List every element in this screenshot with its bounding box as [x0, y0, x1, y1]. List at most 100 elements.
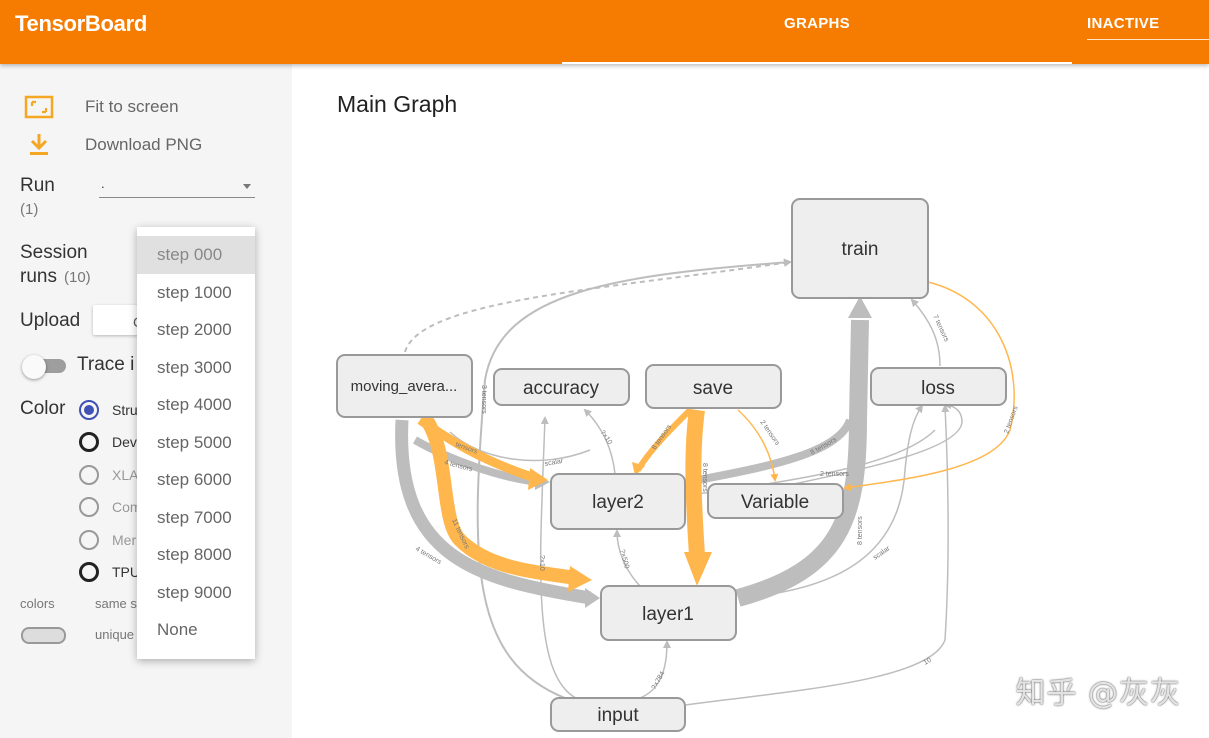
- edge-label-dim-784: ?×784: [651, 670, 667, 691]
- color-label: Color: [20, 398, 66, 419]
- edge-layer2-accuracy: [583, 408, 616, 475]
- edge-variable-loss: [774, 401, 963, 489]
- fit-screen-icon: [20, 92, 58, 122]
- app-title[interactable]: TensorBoard: [15, 11, 147, 36]
- node-input[interactable]: input: [550, 697, 686, 732]
- run-select[interactable]: .: [99, 176, 255, 198]
- dropdown-item-step-7000[interactable]: step 7000: [157, 507, 232, 527]
- edge-save-layer2-orange: [635, 407, 693, 472]
- download-png-label: Download PNG: [85, 135, 203, 154]
- edge-input-loss: [684, 404, 950, 706]
- color-option-tpu: TPU: [112, 564, 140, 580]
- run-count: (1): [20, 201, 39, 218]
- node-moving-averages[interactable]: moving_avera...: [336, 354, 473, 418]
- node-moving-averages-label: moving_avera...: [351, 378, 458, 395]
- watermark: 知乎 @灰灰: [1015, 676, 1181, 711]
- dropdown-item-step-4000[interactable]: step 4000: [157, 395, 232, 414]
- edge-moving-train: [404, 258, 792, 353]
- node-save-label: save: [693, 378, 733, 399]
- edge-moving-layer1-thick: [395, 419, 592, 605]
- node-layer2[interactable]: layer2: [550, 473, 686, 530]
- tab-active-indicator: [562, 62, 1072, 64]
- edge-label-2-tensors-b: 2 tensors: [1003, 405, 1020, 435]
- color-option-compute: Com: [112, 499, 142, 515]
- edge-label-dim-10-a: ?×10: [598, 429, 613, 446]
- upload-label: Upload: [20, 310, 81, 331]
- gray-edges: [404, 258, 963, 706]
- dropdown-item-step-3000[interactable]: step 3000: [157, 357, 232, 377]
- node-train[interactable]: train: [791, 198, 929, 299]
- download-png-button[interactable]: Download PNG: [20, 130, 202, 160]
- color-radio-compute[interactable]: [79, 497, 99, 517]
- run-select-value: .: [101, 176, 105, 191]
- edge-label-3-tensors: 3 tensors: [480, 385, 487, 414]
- edge-moving-layer2-orange: [417, 416, 537, 483]
- node-accuracy-label: accuracy: [523, 378, 600, 399]
- color-radio-tpu[interactable]: [79, 562, 99, 582]
- dropdown-item-step-2000[interactable]: step 2000: [157, 320, 232, 339]
- unique-caption: unique: [95, 627, 135, 642]
- orange-edges: [417, 281, 1015, 592]
- edge-label-7-tensors: 7 tensors: [931, 314, 950, 344]
- tab-graphs-label: GRAPHS: [784, 15, 850, 32]
- colors-swatch: [21, 627, 66, 644]
- tab-graphs[interactable]: GRAPHS: [562, 0, 1072, 64]
- top-bar: TensorBoard GRAPHS INACTIVE: [0, 0, 1209, 64]
- node-accuracy[interactable]: accuracy: [493, 368, 630, 406]
- dropdown-item-step-000[interactable]: step 000: [137, 236, 255, 274]
- node-variable[interactable]: Variable: [707, 483, 844, 519]
- edge-layer1-loss: [739, 404, 924, 599]
- node-layer2-label: layer2: [592, 492, 644, 513]
- edge-label-8-tensors-d: 8 tensors: [857, 516, 864, 545]
- trace-inputs-toggle[interactable]: [22, 355, 66, 379]
- node-variable-label: Variable: [741, 492, 809, 513]
- edge-train-variable-orange: [843, 281, 1015, 492]
- dropdown-item-step-8000[interactable]: step 8000: [157, 545, 232, 564]
- edge-label-8-tensors-a: 8 tensors: [651, 423, 674, 451]
- node-save[interactable]: save: [645, 364, 782, 409]
- edge-moving-layer2-thick: [413, 436, 541, 486]
- edge-label-2-tensors-c: 2 tensors: [820, 471, 849, 478]
- edge-label-dim-10-c: 10: [923, 657, 933, 667]
- node-layer1-label: layer1: [642, 604, 694, 625]
- color-option-structure: Stru: [112, 402, 138, 418]
- edge-save-layer1-orange: [685, 408, 705, 557]
- colors-caption: colors: [20, 596, 55, 611]
- thick-gray-edges: [395, 296, 872, 608]
- same-caption: same s: [95, 596, 137, 611]
- edge-input-accuracy: [539, 416, 581, 701]
- dropdown-item-step-9000[interactable]: step 9000: [157, 582, 232, 602]
- run-label: Run: [20, 175, 55, 196]
- color-radio-structure[interactable]: [79, 400, 99, 420]
- color-radio-device[interactable]: [79, 432, 99, 452]
- color-option-device: Dev: [112, 434, 137, 450]
- edge-loss-train: [910, 298, 941, 367]
- color-radio-xla[interactable]: [79, 465, 99, 485]
- session-runs-label: Session: [20, 242, 88, 263]
- edge-save-variable-orange: [737, 409, 779, 482]
- edge-label-dim-10-b: ?×10: [538, 555, 545, 571]
- edge-label-2-tensors-a: 2 tensors: [758, 419, 781, 447]
- dropdown-item-step-6000[interactable]: step 6000: [157, 470, 232, 489]
- dropdown-item-step-5000[interactable]: step 5000: [157, 432, 232, 452]
- node-train-label: train: [842, 239, 879, 260]
- graph-canvas[interactable]: Main Graph: [292, 64, 1209, 738]
- toggle-knob: [22, 355, 46, 379]
- session-runs-count: (10): [64, 269, 91, 286]
- color-radio-memory[interactable]: [79, 530, 99, 550]
- node-loss-label: loss: [921, 378, 955, 399]
- node-loss[interactable]: loss: [870, 367, 1007, 406]
- node-input-label: input: [597, 705, 639, 726]
- inactive-dashboard-select[interactable]: INACTIVE: [1087, 0, 1209, 40]
- color-option-xla: XLA: [112, 467, 139, 483]
- edge-label-8-tensors-b: 8 tensors: [701, 463, 708, 492]
- dropdown-arrow-icon: [243, 184, 251, 189]
- edge-moving-accuracy: [449, 431, 591, 462]
- graph-svg: 3 tensors 4 tensors 4 tensors 11 tensors…: [336, 198, 1020, 732]
- dropdown-item-none[interactable]: None: [157, 620, 198, 639]
- edge-layer1-layer2: [613, 529, 641, 587]
- node-layer1[interactable]: layer1: [600, 585, 737, 641]
- dropdown-item-step-1000[interactable]: step 1000: [157, 282, 232, 302]
- fit-to-screen-button[interactable]: Fit to screen: [20, 92, 179, 122]
- trace-inputs-label: Trace i: [77, 354, 135, 375]
